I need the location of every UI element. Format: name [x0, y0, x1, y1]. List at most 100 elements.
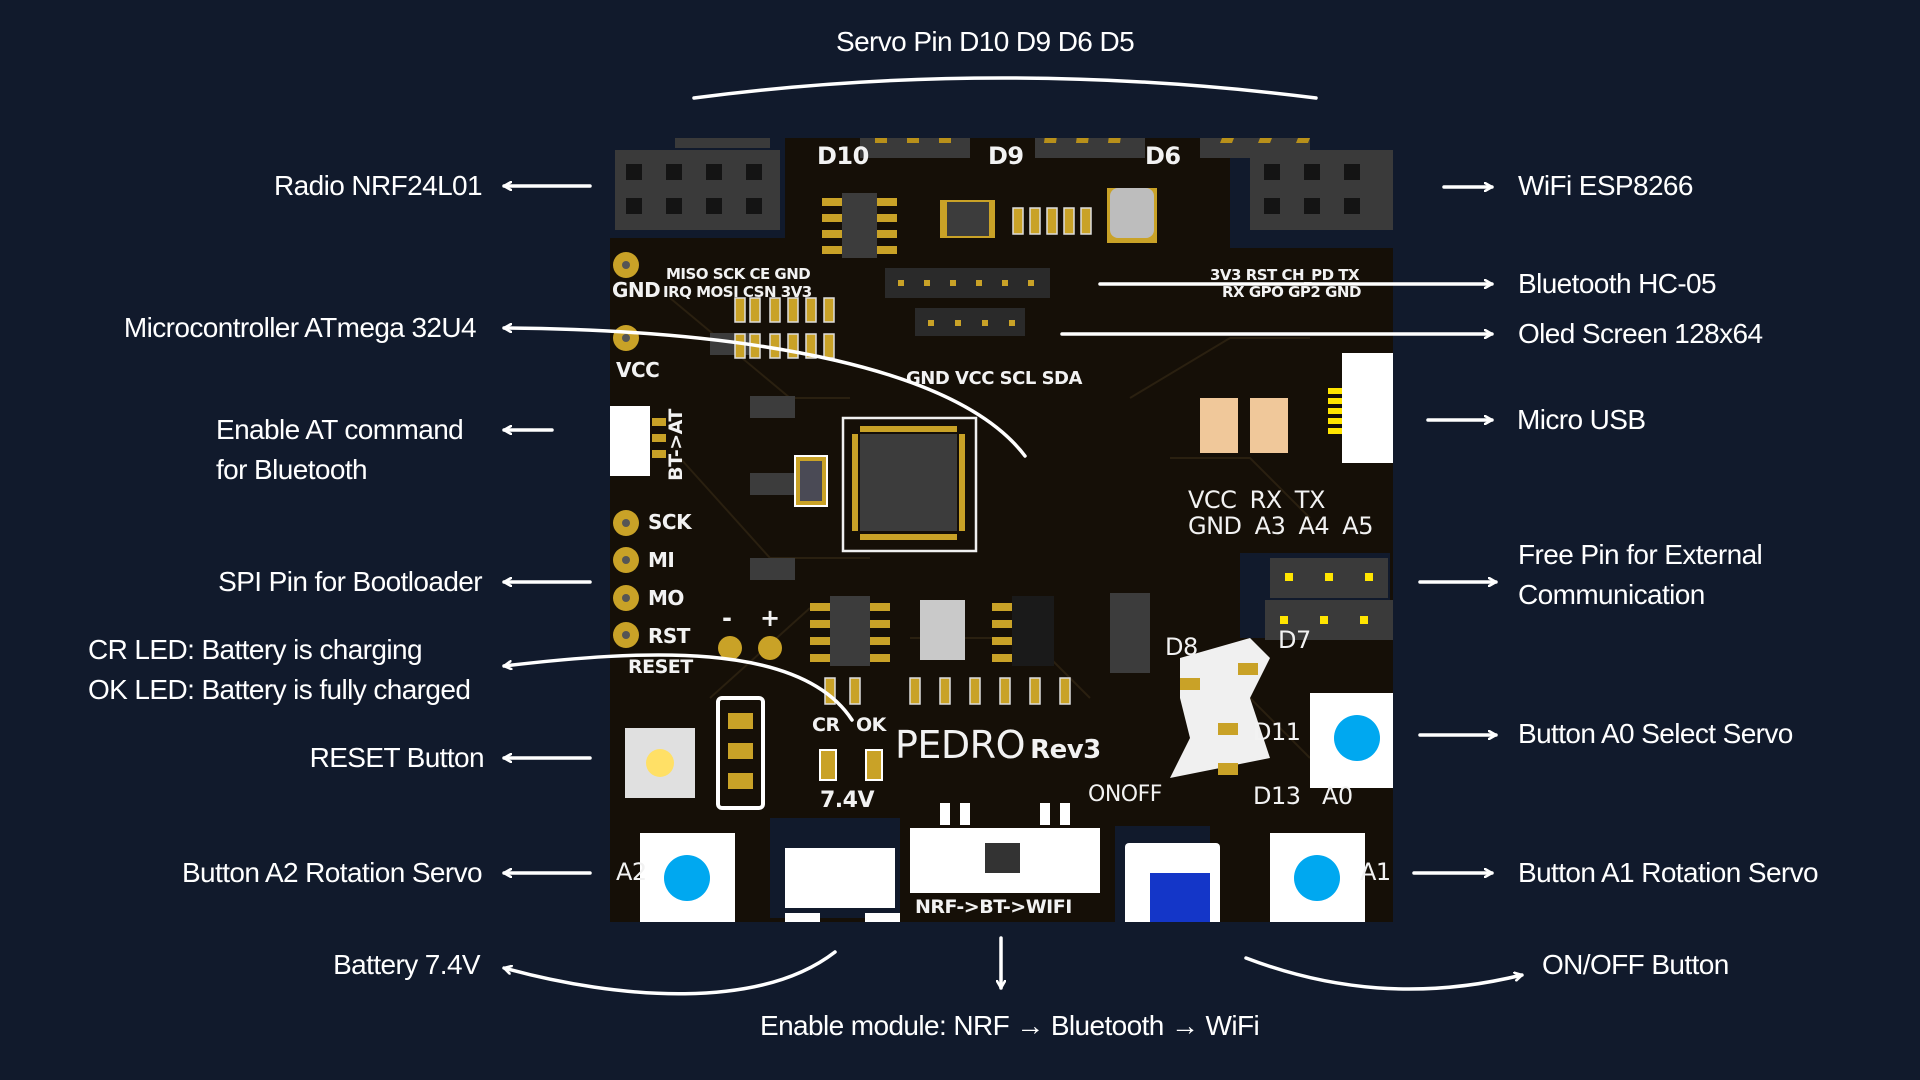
silk-nrf-pins-top: MISO SCK CE GND: [666, 265, 811, 283]
silk-ext-top: VCC RX TX: [1188, 486, 1325, 514]
silk-mo: MO: [648, 586, 684, 610]
label-onoff: ON/OFF Button: [1542, 949, 1729, 980]
label-at-line-2: for Bluetooth: [216, 454, 368, 485]
label-at-line-1: Enable AT command: [216, 414, 464, 445]
battery-pad-negative: [718, 636, 742, 660]
label-microcontroller: Microcontroller ATmega 32U4: [123, 312, 477, 343]
resistor-row-top: [1012, 207, 1092, 235]
board-name: PEDRO: [895, 723, 1026, 767]
button-a2: [640, 833, 735, 922]
silk-esp-pins-top: 3V3 RST CH_PD TX: [1210, 266, 1360, 284]
jumper-pads: [728, 713, 753, 789]
sma-diode: [940, 200, 995, 238]
soic8-chip: [822, 193, 897, 258]
silk-ok: OK: [856, 714, 886, 736]
label-battery: Battery 7.4V: [333, 949, 480, 980]
silk-battery-voltage: 7.4V: [820, 788, 875, 813]
silk-rst: RST: [648, 624, 690, 648]
silk-d7: D7: [1278, 626, 1311, 654]
silk-ext-bottom: GND A3 A4 A5: [1188, 512, 1373, 540]
label-micro-usb: Micro USB: [1517, 404, 1646, 435]
button-a0: [1310, 693, 1393, 788]
resistor-row-bottom: [824, 677, 1071, 705]
label-free-pin: Free Pin for External Communication: [1518, 535, 1763, 615]
silk-d11: D11: [1253, 718, 1301, 746]
label-radio: Radio NRF24L01: [274, 170, 483, 201]
servo-arc: [692, 76, 1318, 100]
micro-usb-connector: [1328, 353, 1393, 463]
board-revision: Rev3: [1030, 735, 1101, 765]
onoff-switch: [1115, 826, 1220, 922]
silk-d13: D13: [1253, 782, 1301, 810]
silk-board-name: PEDRO Rev3: [895, 723, 1101, 767]
arrow-led: [502, 653, 854, 722]
arrow-mcu: [502, 328, 1027, 458]
label-led-line-2: OK LED: Battery is fully charged: [88, 674, 471, 705]
atmega32u4-chip: [841, 416, 978, 553]
status-leds: [1180, 663, 1258, 775]
label-button-a0: Button A0 Select Servo: [1518, 718, 1793, 749]
battery-pad-positive: [758, 636, 782, 660]
silk-d10: D10: [817, 142, 869, 170]
label-at-command: Enable AT command for Bluetooth: [216, 410, 464, 490]
tantalum-capacitors: [1200, 398, 1288, 453]
esp-socket-holes: [1264, 164, 1360, 214]
silk-onoff: ONOFF: [1088, 782, 1162, 807]
label-oled: Oled Screen 128x64: [1518, 318, 1763, 349]
pcb-board: D10 D9 D6 MISO SCK CE GND IRQ MOSI CSN 3…: [610, 138, 1393, 922]
arrow-onoff: [1244, 956, 1524, 991]
servo-header-d5: [1200, 138, 1310, 158]
bluetooth-header: [885, 268, 1050, 298]
charge-leds: [819, 749, 883, 781]
button-a1: [1270, 833, 1365, 922]
nrf-socket-holes: [626, 164, 762, 214]
silk-esp-pins-bottom: RX GPO GP2 GND: [1222, 283, 1361, 301]
spi-pads: [613, 510, 639, 648]
label-button-a1: Button A1 Rotation Servo: [1518, 857, 1819, 888]
label-free-pin-line-2: Communication: [1518, 579, 1705, 610]
servo-header-d9: [860, 138, 970, 158]
label-button-a2: Button A2 Rotation Servo: [181, 857, 483, 888]
silk-a0: A0: [1322, 782, 1353, 810]
silk-oled-pins: GND VCC SCL SDA: [906, 368, 1082, 389]
battery-connector: [770, 818, 900, 922]
silk-mi: MI: [648, 548, 675, 572]
label-reset: RESET Button: [309, 742, 485, 773]
silk-cr: CR: [812, 714, 840, 736]
oled-header-pins: [928, 320, 1015, 326]
silk-d8: D8: [1165, 633, 1198, 661]
label-led-line-1: CR LED: Battery is charging: [88, 634, 423, 665]
servo-header-d6: [1035, 138, 1145, 158]
label-wifi: WiFi ESP8266: [1518, 170, 1693, 201]
bluetooth-header-pins: [898, 280, 1034, 286]
bt-at-switch: [610, 406, 666, 476]
nrf-socket: [615, 150, 780, 230]
esp-socket: [1250, 150, 1393, 230]
pcb-artwork: [610, 138, 1393, 922]
reset-button: [625, 728, 695, 798]
label-spi: SPI Pin for Bootloader: [218, 566, 482, 597]
silk-a2: A2: [616, 858, 647, 886]
label-enable-module: Enable module: NRF → Bluetooth → WiFi: [760, 1010, 1260, 1041]
servo-header-d10: [675, 138, 770, 148]
silk-a1: A1: [1360, 858, 1391, 886]
arrow-battery: [502, 950, 837, 996]
smd-inductor: [1107, 188, 1157, 243]
silk-mode-switch: NRF->BT->WIFI: [915, 896, 1072, 918]
jumper-block: [716, 696, 765, 810]
silk-reset: RESET: [628, 656, 693, 678]
silk-d6: D6: [1145, 142, 1181, 170]
diagram-title: Servo Pin D10 D9 D6 D5: [836, 26, 1135, 57]
label-bluetooth: Bluetooth HC-05: [1518, 268, 1717, 299]
silk-vcc: VCC: [616, 358, 660, 382]
silk-d9: D9: [988, 142, 1024, 170]
mode-slide-switch: [910, 803, 1100, 893]
charger-section: [810, 593, 1150, 673]
crystal: [794, 455, 828, 507]
label-free-pin-line-1: Free Pin for External: [1518, 539, 1763, 570]
silk-sck: SCK: [648, 510, 692, 534]
silk-nrf-pins-bottom: IRQ MOSI CSN 3V3: [663, 283, 812, 301]
silk-gnd: GND: [612, 278, 661, 302]
label-led: CR LED: Battery is charging OK LED: Batt…: [88, 630, 471, 710]
